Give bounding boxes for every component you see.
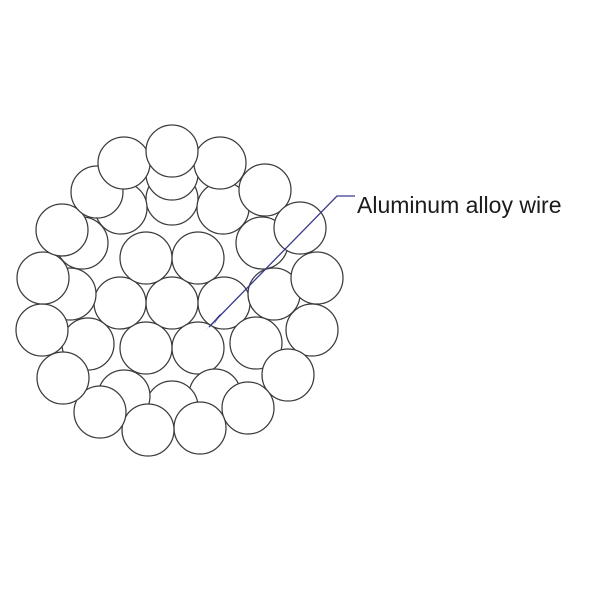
wire-strand-circle	[121, 403, 175, 457]
wire-strand-circle	[36, 351, 90, 405]
wire-strand-circle	[229, 316, 283, 370]
wire-strand-circle	[119, 231, 173, 285]
wire-strand-circle	[97, 136, 151, 190]
wire-strand-circle	[173, 401, 227, 455]
wire-strand-circle	[261, 348, 315, 402]
wire-strand-circle	[15, 303, 69, 357]
wire-strand-circle	[35, 203, 89, 257]
wire-strand-circle	[290, 251, 344, 305]
callout-leader-line	[208, 195, 355, 328]
wire-strand-circle	[93, 276, 147, 330]
wire-strand-circle	[285, 303, 339, 357]
callout-arrowhead-icon	[204, 313, 221, 332]
wire-strand-circle	[119, 321, 173, 375]
wire-strand-circle	[145, 124, 199, 178]
wire-strand-circle	[16, 251, 70, 305]
wire-strand-circle	[73, 385, 127, 439]
wire-strand-circle	[145, 276, 199, 330]
wire-strand-bundle	[15, 124, 344, 457]
wire-strand-circle	[193, 136, 247, 190]
wire-strand-circle	[171, 321, 225, 375]
callout-label: Aluminum alloy wire	[357, 192, 562, 218]
wire-strand-circle	[171, 231, 225, 285]
aluminum-alloy-wire-callout: Aluminum alloy wire	[204, 192, 562, 332]
wire-strand-circle	[273, 201, 327, 255]
wire-strand-circle	[238, 163, 292, 217]
wire-strand-circle	[221, 381, 275, 435]
